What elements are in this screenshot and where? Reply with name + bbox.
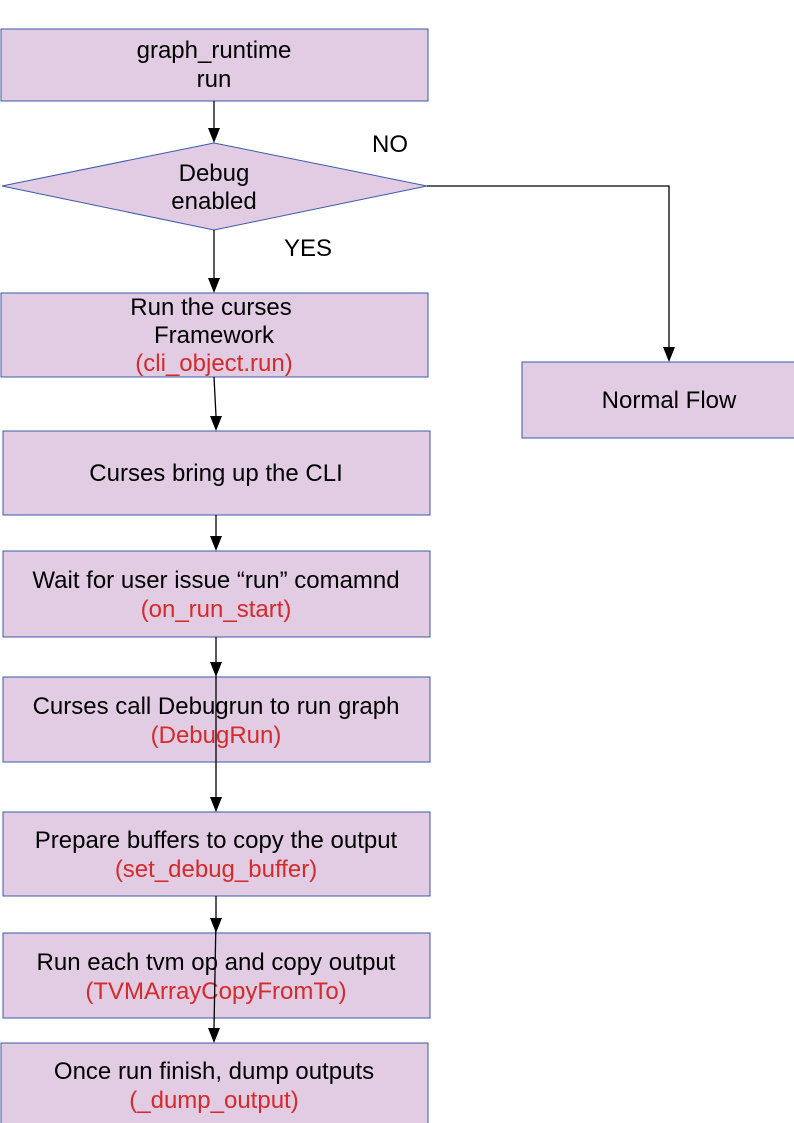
curses-framework-line1: Run the curses [130, 294, 291, 321]
start-node-line1: graph_runtime [137, 37, 292, 64]
wait-run-code: (on_run_start) [141, 596, 292, 623]
curses-framework-line2: Framework [154, 322, 275, 349]
dump-outputs-label: Once run finish, dump outputs [54, 1058, 374, 1085]
arrow-debugrun-to-prepare [210, 662, 222, 812]
cli-label: Curses bring up the CLI [89, 460, 342, 487]
run-each-op-label: Run each tvm op and copy output [37, 949, 396, 976]
start-node-line2: run [197, 66, 232, 93]
decision-line1: Debug [179, 160, 250, 187]
dump-outputs-code: (_dump_output) [129, 1087, 298, 1114]
cli-node: Curses bring up the CLI [2, 430, 431, 516]
edge-label-no: NO [372, 131, 408, 158]
start-node: graph_runtime run [0, 28, 429, 102]
connectors [208, 101, 675, 1043]
edge-label-yes: YES [284, 235, 332, 262]
wait-run-node: Wait for user issue “run” comamnd (on_ru… [2, 550, 431, 638]
normal-flow-node: Normal Flow [521, 361, 794, 439]
curses-framework-code: (cli_object.run) [135, 350, 292, 377]
dump-outputs-node: Once run finish, dump outputs (_dump_out… [0, 1042, 429, 1123]
arrow-yes [208, 230, 220, 293]
arrow-start-to-decision [208, 101, 220, 143]
prepare-buffers-node: Prepare buffers to copy the output (set_… [2, 811, 431, 897]
prepare-buffers-label: Prepare buffers to copy the output [35, 827, 398, 854]
prepare-buffers-code: (set_debug_buffer) [115, 856, 317, 883]
arrow-run-op-to-dump [208, 917, 220, 1043]
normal-flow-label: Normal Flow [602, 387, 737, 414]
debug-decision: Debug enabled [1, 142, 428, 231]
run-each-op-node: Run each tvm op and copy output (TVMArra… [2, 932, 431, 1019]
wait-run-label: Wait for user issue “run” comamnd [32, 567, 399, 594]
arrow-no [427, 185, 675, 362]
decision-line2: enabled [171, 188, 256, 215]
curses-framework-node: Run the curses Framework (cli_object.run… [0, 292, 429, 378]
run-each-op-code: (TVMArrayCopyFromTo) [85, 978, 346, 1005]
arrow-framework-to-cli [210, 376, 222, 431]
arrow-cli-to-wait [210, 515, 222, 551]
